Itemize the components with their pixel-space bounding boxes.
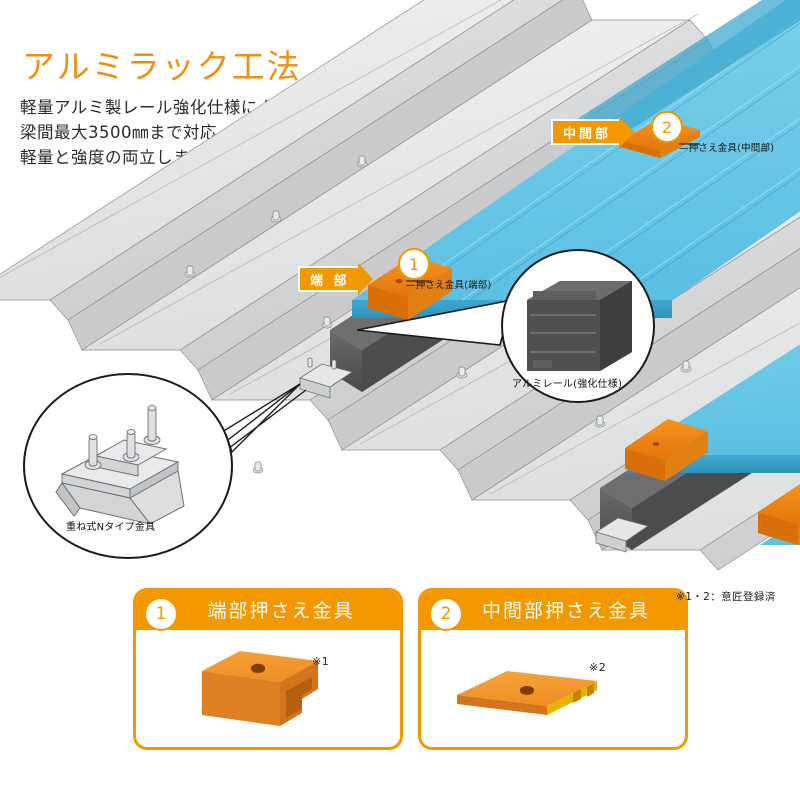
product-card-1-badge: 1 (144, 597, 178, 631)
product-card-1-header: 端部押さえ金具 (136, 591, 400, 630)
detail-callout-ntype (23, 373, 307, 559)
caption-aluminium-rail: アルミレール(強化仕様) (512, 379, 623, 390)
diagram-marker-2: 2 (651, 111, 683, 143)
diagram-marker-2-number: 2 (661, 117, 673, 137)
clamp-rail-a (625, 419, 708, 481)
diagram-marker-1: 1 (398, 248, 430, 280)
product-card-2-badge: 2 (429, 597, 463, 631)
product-card-1-title: 端部押さえ金具 (207, 599, 355, 622)
product-card-end-clamp: 端部押さえ金具 1 ※1 (133, 588, 403, 750)
product-card-2-title: 中間部押さえ金具 (481, 599, 650, 622)
page-description: 軽量アルミ製レール強化仕様により、 梁間最大3500㎜まで対応。 軽量と強度の両… (20, 98, 308, 167)
tag-end-section: 端 部 (300, 263, 372, 295)
middle-clamp-illustration (457, 671, 597, 715)
product-card-2-note: ※2 (589, 661, 607, 674)
tag-end-label: 端 部 (310, 273, 350, 289)
detail-callout-rail (356, 249, 655, 403)
page-title: アルミラック工法 (22, 47, 302, 86)
caption-n-type-bracket: 重ね式Nタイプ金具 (66, 522, 156, 533)
product-card-1-body: ※1 (136, 633, 400, 747)
annotation-middle-clamp: —押さえ金具(中間部) (679, 143, 775, 154)
tag-middle-label: 中間部 (563, 126, 612, 142)
product-card-1-number: 1 (155, 604, 167, 624)
product-card-middle-clamp: 中間部押さえ金具 2 ※2 (418, 588, 688, 750)
tag-middle-section: 中間部 (553, 116, 635, 148)
annotation-end-clamp: —押さえ金具(端部) (406, 280, 492, 291)
product-card-2-header: 中間部押さえ金具 (421, 591, 685, 630)
product-card-2-number: 2 (440, 604, 452, 624)
product-card-1-note: ※1 (312, 655, 330, 668)
construction-overview-diagram: 端 部 1 —押さえ金具(端部) 中間部 2 —押さえ金具(中間部) アルミレー… (0, 0, 800, 571)
n-type-bracket-on-roof (299, 357, 649, 553)
diagram-marker-1-number: 1 (408, 254, 420, 274)
footnote-design-registered: ※1・2：意匠登録済 (676, 591, 776, 603)
end-clamp-illustration (202, 651, 318, 726)
product-card-2-body: ※2 (421, 633, 685, 747)
